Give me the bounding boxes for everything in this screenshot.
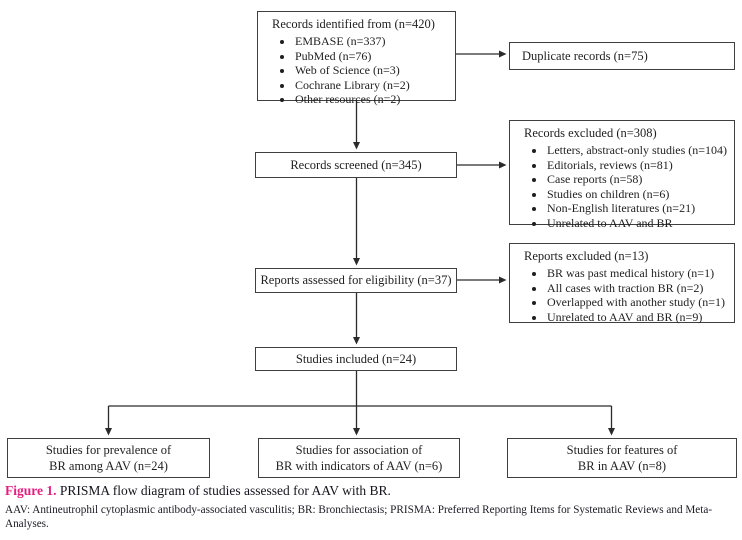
records-excluded-title: Records excluded (n=308)	[524, 126, 657, 140]
figure-caption-text: PRISMA flow diagram of studies assessed …	[56, 483, 391, 498]
source-item: Other resources (n=2)	[294, 92, 449, 107]
exclusion-reason-item: Non-English literatures (n=21)	[546, 201, 728, 216]
figure-caption: Figure 1. PRISMA flow diagram of studies…	[5, 483, 391, 499]
reports-excluded-reasons-list: BR was past medical history (n=1) All ca…	[524, 266, 728, 324]
studies-included-title: Studies included (n=24)	[295, 351, 417, 366]
exclusion-reason-item: Unrelated to AAV and BR	[546, 216, 728, 231]
reports-excluded-title: Reports excluded (n=13)	[524, 249, 649, 263]
box-studies-association: Studies for association of BR with indic…	[258, 438, 460, 478]
box-reports-excluded: Reports excluded (n=13) BR was past medi…	[509, 243, 735, 324]
box-reports-assessed: Reports assessed for eligibility (n=37)	[255, 268, 457, 293]
reports-assessed-title: Reports assessed for eligibility (n=37)	[260, 273, 452, 287]
exclusion-reason-item: All cases with traction BR (n=2)	[546, 281, 728, 296]
duplicate-records-title: Duplicate records (n=75)	[522, 48, 648, 63]
records-identified-title: Records identified from (n=420)	[272, 17, 435, 31]
exclusion-reason-item: Overlapped with another study (n=1)	[546, 295, 728, 310]
records-excluded-reasons-list: Letters, abstract-only studies (n=104) E…	[524, 143, 728, 230]
source-item: EMBASE (n=337)	[294, 34, 449, 49]
box-records-identified: Records identified from (n=420) EMBASE (…	[257, 11, 456, 106]
exclusion-reason-item: Studies on children (n=6)	[546, 187, 728, 202]
figure-caption-label: Figure 1.	[5, 483, 57, 498]
figure-footnote-abbreviations: AAV: Antineutrophil cytoplasmic antibody…	[5, 504, 713, 530]
source-item: Web of Science (n=3)	[294, 63, 449, 78]
box-studies-features: Studies for features of BR in AAV (n=8)	[507, 438, 737, 478]
exclusion-reason-item: Case reports (n=58)	[546, 172, 728, 187]
exclusion-reason-item: Editorials, reviews (n=81)	[546, 158, 728, 173]
records-screened-title: Records screened (n=345)	[290, 157, 422, 172]
box-records-excluded: Records excluded (n=308) Letters, abstra…	[509, 120, 735, 230]
box-records-screened: Records screened (n=345)	[255, 152, 457, 178]
records-identified-sources-list: EMBASE (n=337) PubMed (n=76) Web of Scie…	[272, 34, 449, 107]
exclusion-reason-item: Letters, abstract-only studies (n=104)	[546, 143, 728, 158]
source-item: PubMed (n=76)	[294, 49, 449, 64]
exclusion-reason-item: BR was past medical history (n=1)	[546, 266, 728, 281]
box-duplicate-records: Duplicate records (n=75)	[509, 42, 735, 70]
source-item: Cochrane Library (n=2)	[294, 78, 449, 93]
box-studies-prevalence: Studies for prevalence of BR among AAV (…	[7, 438, 210, 478]
exclusion-reason-item: Unrelated to AAV and BR (n=9)	[546, 310, 728, 325]
box-studies-included: Studies included (n=24)	[255, 347, 457, 371]
